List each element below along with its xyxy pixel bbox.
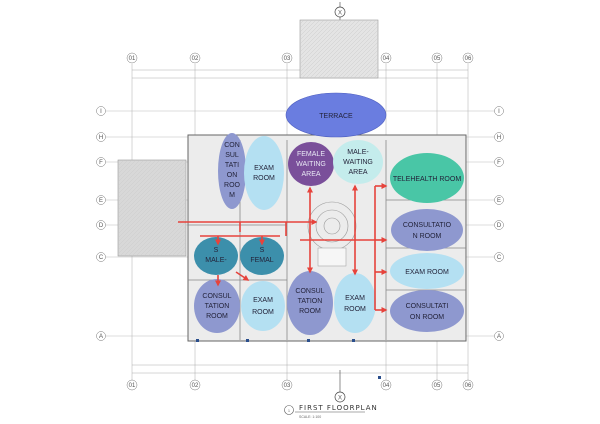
exam-top-left-label-1: EXAM	[254, 165, 274, 172]
consultation-top-left-label-4: ON	[227, 172, 238, 179]
consultation-right-bottom-label-2: ON ROOM	[410, 314, 444, 321]
stair-landing	[317, 247, 347, 267]
male-waiting-label-2: WAITING	[343, 159, 373, 166]
svg-text:I: I	[100, 109, 102, 115]
grid-row-labels-left: I H F E D C A	[99, 109, 104, 340]
grid-column-labels-top: 01 02 03 04 05 06	[129, 56, 472, 62]
female-waiting-bubble[interactable]	[288, 142, 334, 186]
consultation-center-label-2: TATION	[298, 298, 323, 305]
svg-text:C: C	[99, 255, 104, 261]
section-marker-top: X	[334, 2, 346, 22]
svg-text:05: 05	[434, 383, 441, 389]
terrace-label: TERRACE	[319, 113, 353, 120]
telehealth-label: TELEHEALTH ROOM	[393, 176, 461, 183]
svg-text:05: 05	[434, 56, 441, 62]
exam-center-label-1: EXAM	[345, 295, 365, 302]
consultation-bottom-left-bubble[interactable]	[194, 279, 240, 333]
svg-text:E: E	[497, 198, 501, 204]
exam-top-left-label-2: ROOM	[253, 175, 275, 182]
exam-bottom-left-bubble[interactable]	[241, 281, 285, 331]
consultation-top-left-label-3: TATI	[225, 162, 239, 169]
title-block: 1 FIRST FLOORPLAN SCALE: 1:100	[284, 404, 378, 419]
consultation-right-top-label-1: CONSULTATIO	[403, 222, 452, 229]
consultation-top-left-label-5: ROO	[224, 182, 241, 189]
exam-center-bubble[interactable]	[334, 273, 376, 333]
consultation-bottom-left-label-3: ROOM	[206, 313, 228, 320]
consultation-center-label-3: ROOM	[299, 308, 321, 315]
svg-text:X: X	[338, 11, 342, 17]
svg-text:X: X	[338, 396, 342, 402]
male-restroom-bubble[interactable]	[194, 237, 238, 275]
svg-text:03: 03	[284, 56, 291, 62]
svg-text:F: F	[497, 160, 501, 166]
exam-top-left-bubble[interactable]	[244, 136, 284, 210]
grid-rows-right	[494, 106, 504, 341]
female-waiting-label-1: FEMALE	[297, 151, 325, 158]
svg-text:02: 02	[192, 383, 199, 389]
consultation-center-label-1: CONSUL	[295, 288, 324, 295]
male-waiting-label-1: MALE-	[347, 149, 369, 156]
female-waiting-label-2: WAITING	[296, 161, 326, 168]
sheet-number: 1	[288, 409, 290, 413]
exam-center-label-2: ROOM	[344, 306, 366, 313]
female-restroom-bubble[interactable]	[240, 237, 284, 275]
svg-text:A: A	[497, 334, 501, 340]
svg-text:D: D	[99, 223, 104, 229]
grid-rows-left	[96, 106, 106, 341]
male-restroom-label-2: MALE-	[205, 257, 227, 264]
grid-columns-top	[126, 52, 474, 64]
door-markers	[196, 339, 381, 379]
upper-structure-hatch	[300, 20, 378, 78]
drawing-scale: SCALE: 1:100	[299, 415, 321, 419]
svg-text:A: A	[99, 334, 103, 340]
telehealth-bubble[interactable]	[390, 153, 464, 203]
exam-bottom-left-label-1: EXAM	[253, 297, 273, 304]
consultation-right-bottom-bubble[interactable]	[390, 290, 464, 332]
male-waiting-bubble[interactable]	[333, 140, 383, 184]
svg-text:H: H	[99, 135, 103, 141]
exam-right-bubble[interactable]	[390, 253, 464, 289]
svg-text:03: 03	[284, 383, 291, 389]
svg-text:H: H	[497, 135, 501, 141]
svg-text:01: 01	[129, 56, 136, 62]
exam-right-label: EXAM ROOM	[405, 269, 449, 276]
svg-text:02: 02	[192, 56, 199, 62]
consultation-top-left-label-1: CON	[224, 142, 240, 149]
consultation-center-bubble[interactable]	[287, 271, 333, 335]
consultation-top-left-label-6: M	[229, 192, 235, 199]
consultation-bottom-left-label-1: CONSUL	[202, 293, 231, 300]
grid-row-labels-right: I H F E D C A	[497, 109, 502, 340]
consultation-right-top-label-2: N ROOM	[413, 233, 442, 240]
female-restroom-label-1: S	[260, 247, 265, 254]
consultation-bottom-left-label-2: TATION	[205, 303, 230, 310]
circulation-arrows	[178, 183, 388, 313]
svg-text:F: F	[99, 160, 103, 166]
svg-text:06: 06	[465, 383, 472, 389]
drawing-title: FIRST FLOORPLAN	[299, 404, 378, 412]
consultation-top-left-label-2: SUL	[225, 152, 239, 159]
female-waiting-label-3: AREA	[301, 171, 320, 178]
consultation-right-bottom-label-1: CONSULTATI	[406, 303, 449, 310]
svg-text:C: C	[497, 255, 502, 261]
consultation-top-left-bubble[interactable]	[218, 133, 246, 209]
consultation-right-top-bubble[interactable]	[391, 209, 463, 251]
section-marker-bottom: X	[334, 370, 346, 403]
terrace-bubble[interactable]	[285, 92, 387, 138]
male-waiting-label-3: AREA	[348, 169, 367, 176]
grid-column-labels-bottom: 01 02 03 04 05 06	[129, 383, 472, 389]
svg-text:04: 04	[383, 56, 390, 62]
exam-bottom-left-label-2: ROOM	[252, 309, 274, 316]
left-annex-hatch	[118, 160, 186, 256]
svg-text:04: 04	[383, 383, 390, 389]
svg-text:D: D	[497, 223, 502, 229]
svg-text:01: 01	[129, 383, 136, 389]
female-restroom-label-2: FEMAL	[250, 257, 273, 264]
svg-text:06: 06	[465, 56, 472, 62]
svg-text:E: E	[99, 198, 103, 204]
svg-text:I: I	[498, 109, 500, 115]
male-restroom-label-1: S	[214, 247, 219, 254]
grid-columns-bottom	[126, 379, 474, 391]
